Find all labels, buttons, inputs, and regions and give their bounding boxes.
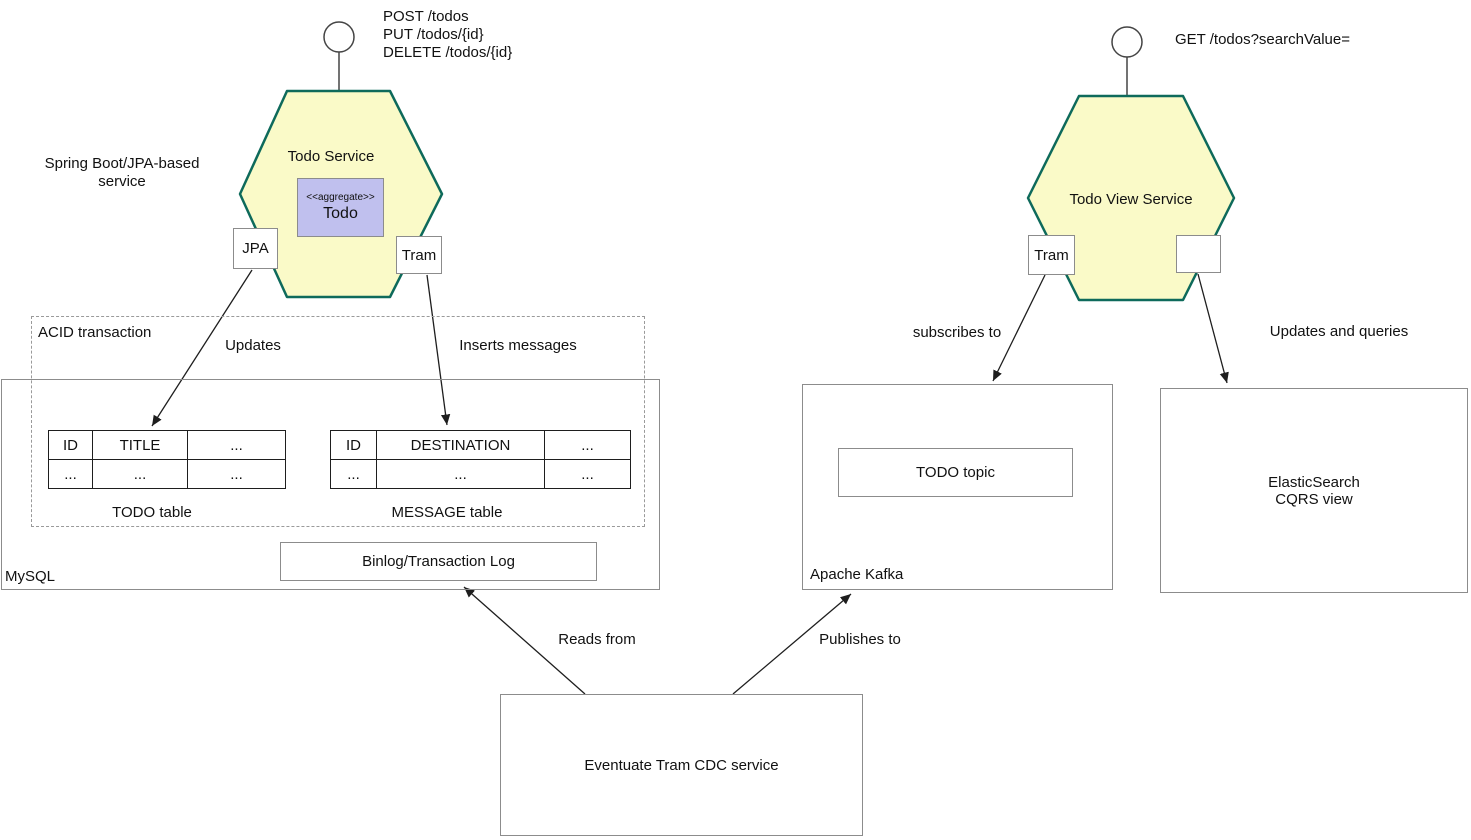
table-header-cell: DESTINATION (376, 430, 545, 460)
edge-subscribes-to-arrow (992, 274, 1046, 382)
edge-updates-label: Updates (225, 337, 281, 354)
elasticsearch-line: CQRS view (1275, 490, 1353, 508)
kafka-label: Apache Kafka (810, 566, 904, 583)
todo-service-title: Todo Service (287, 148, 375, 165)
acid-transaction-label: ACID transaction (38, 324, 152, 341)
aggregate-name: Todo (323, 205, 358, 222)
edge-publishes-to-label: Publishes to (819, 631, 901, 648)
table-cell: ... (92, 459, 188, 489)
cdc-service-node: Eventuate Tram CDC service (500, 694, 863, 836)
aggregate-stereotype: <<aggregate>> (306, 192, 375, 203)
todo-view-api-endpoint: GET /todos?searchValue= (1175, 31, 1350, 48)
todo-table: ID TITLE ... ... ... ... (48, 430, 286, 489)
table-header-cell: ... (187, 430, 286, 460)
todo-aggregate-node: <<aggregate>> Todo (297, 178, 384, 237)
mysql-label: MySQL (5, 568, 56, 585)
table-cell: ... (330, 459, 377, 489)
mysql-container (1, 379, 660, 590)
table-header-cell: ... (544, 430, 631, 460)
todo-view-service-title: Todo View Service (1069, 191, 1193, 208)
table-cell: ... (187, 459, 286, 489)
port-jpa: JPA (233, 228, 278, 269)
message-table: ID DESTINATION ... ... ... ... (330, 430, 631, 489)
edge-inserts-label: Inserts messages (459, 337, 577, 354)
elasticsearch-node: ElasticSearch CQRS view (1160, 388, 1468, 593)
edge-reads-from-label: Reads from (558, 631, 636, 648)
api-endpoint: POST /todos (383, 8, 469, 25)
edge-updates-queries-label: Updates and queries (1269, 323, 1409, 340)
todo-topic-node: TODO topic (838, 448, 1073, 497)
table-cell: ... (544, 459, 631, 489)
port-tram-view: Tram (1028, 235, 1075, 275)
table-header-cell: ID (330, 430, 377, 460)
table-cell: ... (48, 459, 93, 489)
table-cell: ... (376, 459, 545, 489)
table-header-cell: ID (48, 430, 93, 460)
edge-updates-arrow (151, 269, 253, 427)
message-table-caption: MESSAGE table (391, 504, 503, 521)
api-endpoint: DELETE /todos/{id} (383, 44, 513, 61)
client-endpoint-icon (1111, 26, 1143, 58)
api-endpoint: PUT /todos/{id} (383, 26, 484, 43)
edge-subscribes-to-label: subscribes to (912, 324, 1002, 341)
binlog-node: Binlog/Transaction Log (280, 542, 597, 581)
client-endpoint-icon (323, 21, 355, 53)
acid-transaction-boundary (31, 316, 645, 527)
edge-updates-queries-arrow (1197, 273, 1229, 384)
spring-boot-caption: Spring Boot/JPA-based service (44, 155, 200, 190)
port-tram: Tram (396, 236, 442, 274)
todo-table-caption: TODO table (112, 504, 192, 521)
edge-inserts-arrow (426, 274, 451, 426)
edge-reads-from-arrow (463, 586, 586, 695)
elasticsearch-line: ElasticSearch (1268, 473, 1360, 491)
todo-service-api-endpoints: POST /todos PUT /todos/{id} DELETE /todo… (383, 8, 512, 62)
port-unnamed (1176, 235, 1221, 273)
table-header-cell: TITLE (92, 430, 188, 460)
edge-publishes-to-arrow (732, 593, 852, 695)
